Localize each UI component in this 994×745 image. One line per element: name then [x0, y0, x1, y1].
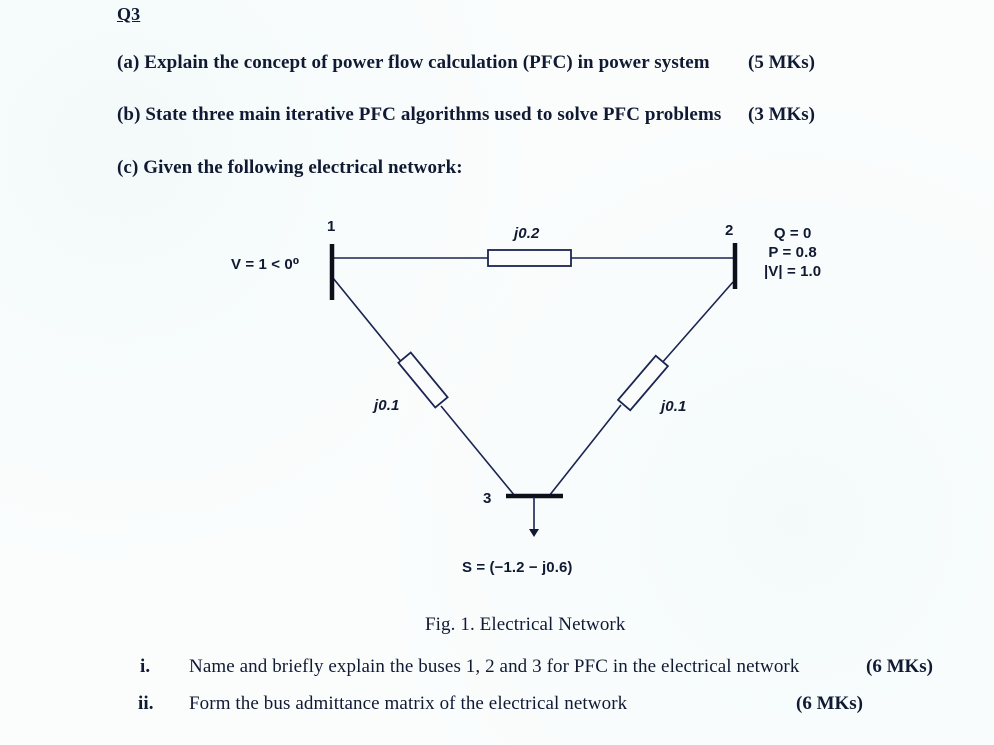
- bus-2-p: P = 0.8: [768, 244, 817, 261]
- subquestion-ii-number: ii.: [138, 693, 154, 714]
- impedance-box-1-3: [397, 351, 449, 409]
- impedance-box-1-2: [487, 249, 572, 267]
- bus-3-load-label: S = (−1.2 − j0.6): [462, 559, 573, 576]
- line-2-3-bottom: [548, 404, 622, 497]
- part-c-text: (c) Given the following electrical netwo…: [117, 157, 463, 178]
- part-a-text: (a) Explain the concept of power flow ca…: [117, 52, 710, 73]
- line-2-3-top: [660, 281, 734, 365]
- subquestion-ii-marks: (6 MKs): [796, 693, 864, 714]
- subquestion-i-text: Name and briefly explain the buses 1, 2 …: [189, 656, 800, 677]
- load-arrow-icon: [529, 529, 539, 537]
- bus-2-q: Q = 0: [773, 225, 812, 242]
- bus-2-v: |V| = 1.0: [764, 263, 822, 280]
- impedance-label-2-3: j0.1: [661, 398, 687, 415]
- impedance-label-1-3: j0.1: [374, 397, 400, 414]
- subquestion-i-marks: (6 MKs): [866, 656, 934, 677]
- line-1-3-bottom: [440, 405, 516, 497]
- bus-2-specs: Q = 0 P = 0.8 |V| = 1.0: [764, 224, 821, 281]
- subquestion-ii-text: Form the bus admittance matrix of the el…: [189, 693, 628, 714]
- impedance-label-1-2: j0.2: [514, 225, 540, 242]
- bus-2-number: 2: [725, 222, 734, 239]
- bus-3-number: 3: [483, 490, 492, 507]
- bus-1-voltage-label: V = 1 < 0⁰: [231, 256, 300, 273]
- part-b-text: (b) State three main iterative PFC algor…: [117, 104, 722, 125]
- line-1-3-top: [332, 277, 404, 365]
- bus-1-number: 1: [327, 218, 336, 235]
- question-number: Q3: [117, 4, 141, 24]
- impedance-box-2-3: [616, 354, 670, 412]
- figure-caption: Fig. 1. Electrical Network: [425, 614, 626, 635]
- subquestion-i-number: i.: [140, 656, 151, 677]
- part-b-marks: (3 MKs): [748, 104, 816, 125]
- part-a-marks: (5 MKs): [748, 52, 816, 73]
